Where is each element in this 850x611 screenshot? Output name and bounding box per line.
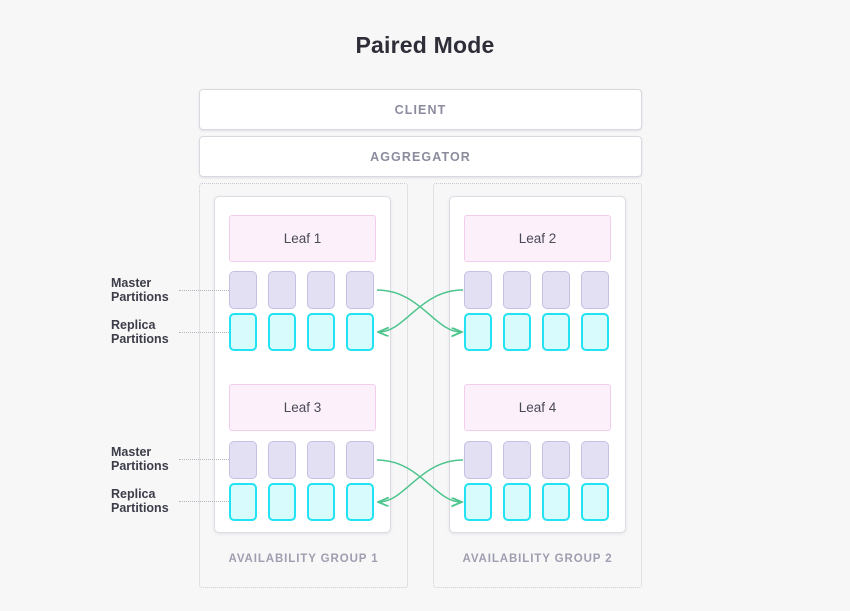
label-replica-line2: Partitions: [111, 332, 169, 346]
leaf-2-label: Leaf 2: [518, 231, 557, 246]
replica-partition: [346, 313, 374, 351]
label-master-line1: Master: [111, 276, 152, 290]
node-aggregator-label: AGGREGATOR: [370, 149, 471, 164]
leaf-4: Leaf 4: [464, 384, 611, 431]
replica-partition: [503, 483, 531, 521]
leader-line-replica-bottom: [179, 501, 229, 502]
label-master-partitions-top: Master Partitions: [111, 276, 206, 304]
master-partition: [346, 271, 374, 309]
availability-group-2: AVAILABILITY GROUP 2: [433, 183, 642, 588]
replica-partition: [346, 483, 374, 521]
replica-partition: [464, 483, 492, 521]
label-replica-line2: Partitions: [111, 501, 169, 515]
replica-partition: [268, 313, 296, 351]
replica-partition: [542, 313, 570, 351]
label-master-line2: Partitions: [111, 290, 169, 304]
label-master-line2: Partitions: [111, 459, 169, 473]
node-client-label: CLIENT: [394, 102, 447, 117]
master-partition: [229, 271, 257, 309]
label-master-partitions-bottom: Master Partitions: [111, 445, 206, 473]
replica-partition: [307, 313, 335, 351]
leader-line-master-bottom: [179, 459, 229, 460]
replica-partition: [503, 313, 531, 351]
replica-partition: [229, 483, 257, 521]
master-partition: [346, 441, 374, 479]
master-partition: [581, 271, 609, 309]
master-partition: [307, 441, 335, 479]
replica-partition: [542, 483, 570, 521]
master-partition: [307, 271, 335, 309]
replica-partition: [268, 483, 296, 521]
master-partition: [503, 441, 531, 479]
leaf-2: Leaf 2: [464, 215, 611, 262]
leaf-1-label: Leaf 1: [283, 231, 322, 246]
availability-group-1-label: AVAILABILITY GROUP 1: [228, 553, 379, 565]
master-partition: [268, 271, 296, 309]
leaf-1: Leaf 1: [229, 215, 376, 262]
master-partition: [268, 441, 296, 479]
label-replica-partitions-top: Replica Partitions: [111, 318, 206, 346]
availability-group-2-label: AVAILABILITY GROUP 2: [462, 553, 613, 565]
page-title: Paired Mode: [355, 32, 495, 58]
node-aggregator: AGGREGATOR: [199, 136, 642, 177]
master-partition: [503, 271, 531, 309]
label-replica-partitions-bottom: Replica Partitions: [111, 487, 206, 515]
availability-group-1: AVAILABILITY GROUP 1: [199, 183, 408, 588]
leader-line-replica-top: [179, 332, 229, 333]
leaf-3-label: Leaf 3: [283, 400, 322, 415]
master-partition: [464, 271, 492, 309]
master-partition: [542, 271, 570, 309]
master-partition: [542, 441, 570, 479]
replica-partition: [581, 483, 609, 521]
replica-partition: [229, 313, 257, 351]
leaf-3: Leaf 3: [229, 384, 376, 431]
leaf-4-label: Leaf 4: [518, 400, 557, 415]
replica-partition: [581, 313, 609, 351]
replica-partition: [464, 313, 492, 351]
master-partition: [229, 441, 257, 479]
label-master-line1: Master: [111, 445, 152, 459]
label-replica-line1: Replica: [111, 318, 156, 332]
leader-line-master-top: [179, 290, 229, 291]
label-replica-line1: Replica: [111, 487, 156, 501]
master-partition: [581, 441, 609, 479]
node-client: CLIENT: [199, 89, 642, 130]
replica-partition: [307, 483, 335, 521]
master-partition: [464, 441, 492, 479]
